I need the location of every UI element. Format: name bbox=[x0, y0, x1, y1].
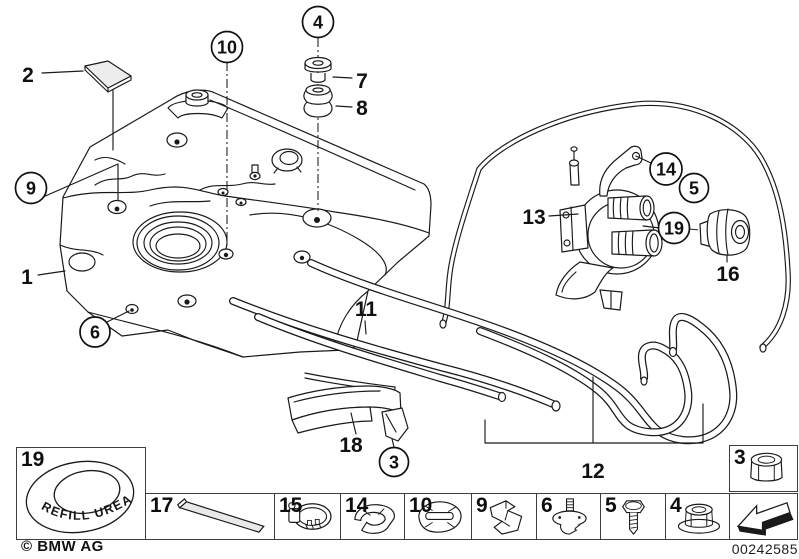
callout-circle-4[interactable]: 4 bbox=[301, 5, 335, 39]
callout-label-8[interactable]: 8 bbox=[356, 97, 368, 120]
legend-num-15: 15 bbox=[279, 494, 303, 517]
callout-circle-6[interactable]: 6 bbox=[79, 316, 111, 348]
callout-label-13[interactable]: 13 bbox=[522, 206, 545, 229]
refill-urea-ring-icon: REFILL UREA bbox=[25, 460, 135, 534]
grommet-8-drawing bbox=[303, 84, 333, 118]
bmw-copyright: © BMW AG bbox=[21, 538, 104, 555]
self-tapping-screw-icon bbox=[622, 500, 645, 535]
flange-nut-icon bbox=[677, 503, 721, 534]
legend-cell-19[interactable]: 19 REFILL UREA bbox=[16, 447, 146, 540]
legend-cell-3[interactable]: 3 bbox=[729, 445, 798, 492]
svg-text:19: 19 bbox=[664, 219, 684, 239]
hose-clamp-icon bbox=[288, 502, 332, 530]
legend-num-19: 19 bbox=[21, 448, 45, 471]
svg-text:6: 6 bbox=[90, 323, 100, 343]
hose-clip-icon bbox=[354, 504, 395, 534]
callout-label-18[interactable]: 18 bbox=[339, 434, 363, 457]
callout-label-16[interactable]: 16 bbox=[716, 263, 739, 286]
legend-cell-4[interactable]: 4 bbox=[665, 493, 730, 540]
document-number: 00242585 bbox=[731, 541, 798, 557]
callout-circle-3[interactable]: 3 bbox=[378, 446, 410, 478]
legend-cell-9[interactable]: 9 bbox=[471, 493, 537, 540]
plug-7-drawing bbox=[304, 56, 332, 83]
leader-lines bbox=[33, 62, 728, 448]
legend-cell-14[interactable]: 14 bbox=[340, 493, 405, 540]
legend-cell-10[interactable]: 10 bbox=[404, 493, 472, 540]
callout-circle-10[interactable]: 10 bbox=[210, 30, 244, 64]
legend-cell-15[interactable]: 15 bbox=[274, 493, 341, 540]
hose-lines-drawing bbox=[233, 103, 788, 440]
tank-sender-unit bbox=[249, 148, 303, 181]
callout-label-2[interactable]: 2 bbox=[22, 64, 34, 87]
tank-screw-bosses bbox=[107, 132, 332, 315]
pump-assembly-drawing bbox=[555, 145, 663, 311]
legend-num-14: 14 bbox=[345, 494, 369, 517]
callout-label-7[interactable]: 7 bbox=[356, 70, 368, 93]
svg-text:10: 10 bbox=[217, 38, 237, 58]
rail-bracket-drawing bbox=[287, 372, 409, 442]
legend-num-17: 17 bbox=[150, 494, 174, 517]
callout-labels: 2 7 8 1 13 16 11 18 12 4 10 9 6 14 bbox=[14, 5, 740, 483]
cable-clip-icon bbox=[418, 501, 462, 533]
patch-drawing bbox=[84, 60, 132, 93]
legend-num-4: 4 bbox=[670, 494, 682, 517]
callout-label-1[interactable]: 1 bbox=[21, 266, 33, 289]
tank-pump-opening bbox=[132, 211, 228, 273]
callout-circle-9[interactable]: 9 bbox=[14, 171, 48, 205]
bracket-clip-icon bbox=[489, 500, 523, 535]
legend-cell-arrow[interactable] bbox=[729, 493, 798, 540]
callout-label-12[interactable]: 12 bbox=[581, 460, 604, 483]
lock-nut-icon bbox=[750, 452, 783, 482]
direction-arrow-icon bbox=[736, 501, 794, 536]
expanding-plug-icon bbox=[552, 498, 587, 535]
svg-text:14: 14 bbox=[656, 160, 676, 180]
callout-circle-19[interactable]: 19 bbox=[657, 211, 691, 245]
legend-num-10: 10 bbox=[409, 494, 433, 517]
damper-drawing bbox=[699, 208, 751, 256]
legend-num-9: 9 bbox=[476, 494, 488, 517]
retaining-strap-icon bbox=[176, 498, 265, 533]
legend-num-5: 5 bbox=[605, 494, 617, 517]
svg-text:3: 3 bbox=[389, 453, 399, 473]
plug-grommet-drawing bbox=[303, 38, 333, 211]
svg-text:9: 9 bbox=[26, 179, 36, 199]
svg-text:5: 5 bbox=[689, 179, 699, 199]
callout-circle-14[interactable]: 14 bbox=[649, 152, 683, 186]
tank-cap bbox=[167, 89, 229, 119]
legend-cell-5[interactable]: 5 bbox=[600, 493, 666, 540]
legend-cell-6[interactable]: 6 bbox=[536, 493, 601, 540]
legend-num-6: 6 bbox=[541, 494, 553, 517]
callout-circle-5[interactable]: 5 bbox=[678, 172, 710, 204]
svg-text:4: 4 bbox=[313, 13, 323, 33]
callout-label-11[interactable]: 11 bbox=[355, 298, 378, 321]
legend-cell-17[interactable]: 17 bbox=[145, 493, 275, 540]
legend-num-3: 3 bbox=[734, 446, 746, 469]
